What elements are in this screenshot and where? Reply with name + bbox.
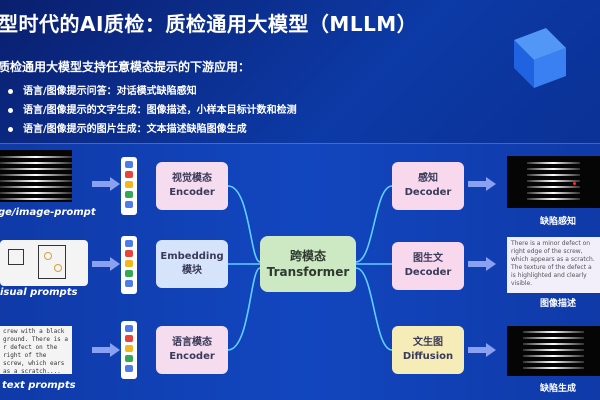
arrow-icon: [92, 257, 120, 271]
description-output-box: There is a minor defect on right edge of…: [507, 237, 600, 293]
arrow-icon: [468, 343, 496, 357]
arrow-icon: [468, 177, 496, 191]
visual-prompt-image: [0, 240, 88, 286]
image-prompt-caption: ge/image-prompt: [0, 207, 96, 218]
arrow-icon: [92, 343, 120, 357]
token-column: [121, 157, 137, 215]
arrow-icon: [468, 257, 496, 271]
input-screw-image: [0, 150, 72, 202]
description-caption: 图像描述: [540, 296, 576, 309]
text-prompt-box: crew with a black ground. There is a r d…: [0, 326, 72, 374]
text-prompts-caption: text prompts: [2, 380, 76, 391]
generation-caption: 缺陷生成: [540, 381, 576, 394]
visual-prompts-caption: isual prompts: [0, 287, 77, 298]
token-column: [121, 321, 137, 379]
token-column: [121, 236, 137, 294]
arrow-icon: [92, 177, 120, 191]
output-generated-image: [507, 326, 600, 376]
output-perception-image: [507, 156, 600, 208]
perception-caption: 缺陷感知: [540, 214, 576, 227]
